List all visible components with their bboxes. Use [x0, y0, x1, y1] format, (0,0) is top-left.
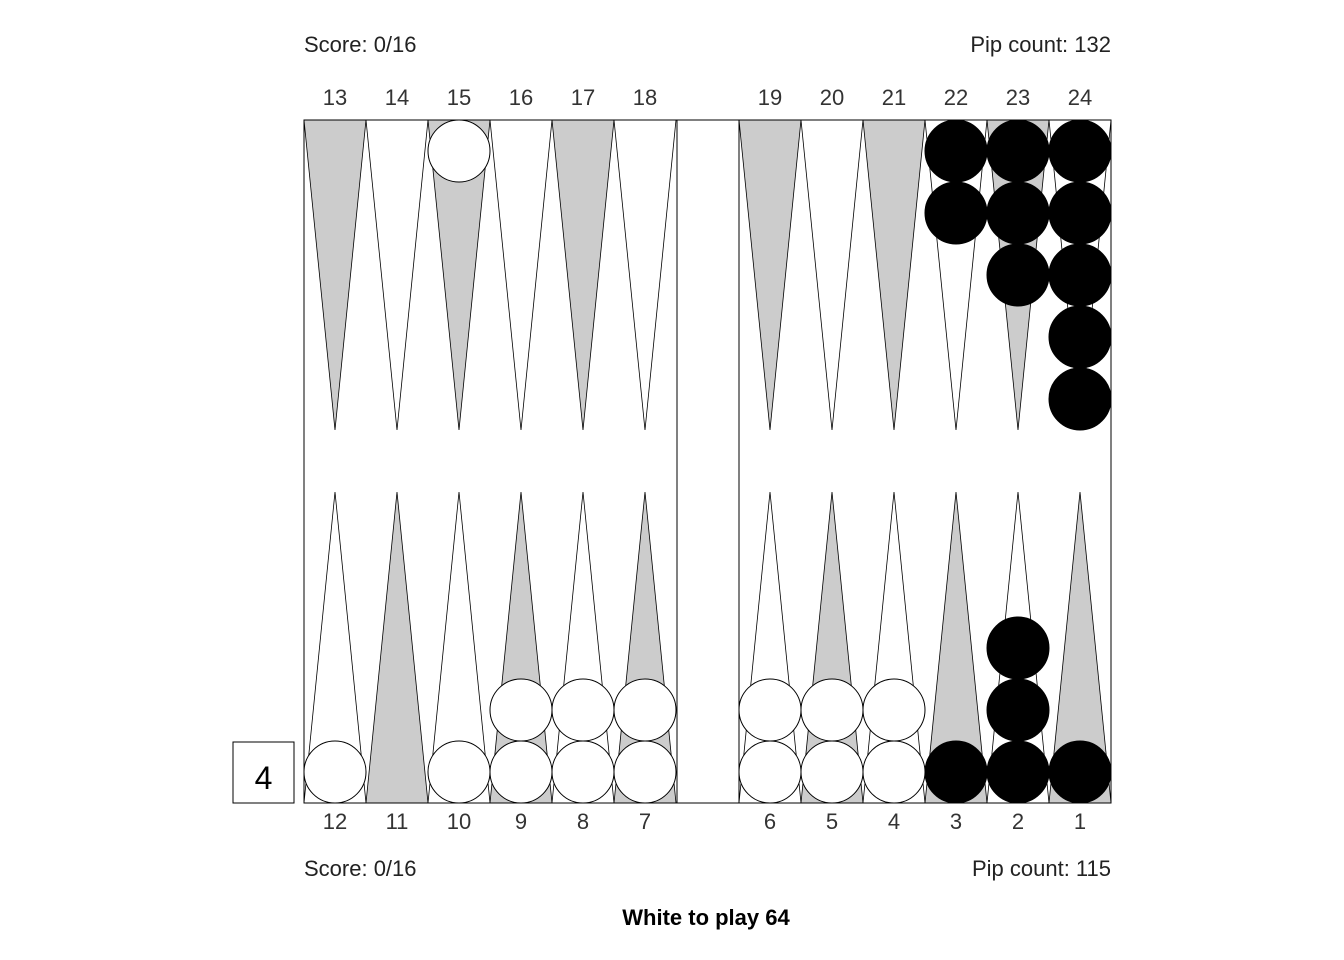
board-frame	[303, 119, 1112, 804]
point-label-top: 16	[509, 85, 533, 110]
point-label-top: 23	[1006, 85, 1030, 110]
point-label-bottom: 3	[950, 809, 962, 834]
black-checker[interactable]	[924, 119, 988, 183]
checkers-layer[interactable]	[303, 119, 1112, 804]
point-label-top: 13	[323, 85, 347, 110]
point-label-bottom: 7	[639, 809, 651, 834]
white-checker[interactable]	[489, 678, 553, 742]
top-pip-count: Pip count: 132	[970, 32, 1111, 57]
point-label-top: 14	[385, 85, 409, 110]
point-label-top: 17	[571, 85, 595, 110]
point-label-top: 24	[1068, 85, 1092, 110]
status-to-play: White to play 64	[622, 905, 790, 930]
point-label-top: 15	[447, 85, 471, 110]
bottom-score: Score: 0/16	[304, 856, 417, 881]
black-checker[interactable]	[986, 181, 1050, 245]
black-checker[interactable]	[986, 616, 1050, 680]
point-labels: 13 12 14 11 15 10 16 9 17 8 18 7 19 6 20 5 21 4 22 3 23 2 24 1	[323, 85, 1092, 834]
points-layer	[303, 119, 1112, 804]
point-label-bottom: 12	[323, 809, 347, 834]
black-checker[interactable]	[1048, 305, 1112, 369]
white-checker[interactable]	[862, 678, 926, 742]
white-checker[interactable]	[551, 678, 615, 742]
point-label-top: 18	[633, 85, 657, 110]
point-label-top: 19	[758, 85, 782, 110]
white-checker[interactable]	[862, 740, 926, 804]
point-label-bottom: 6	[764, 809, 776, 834]
white-checker[interactable]	[427, 740, 491, 804]
point-label-bottom: 2	[1012, 809, 1024, 834]
point-label-top: 20	[820, 85, 844, 110]
white-checker[interactable]	[613, 678, 677, 742]
black-checker[interactable]	[986, 119, 1050, 183]
top-score: Score: 0/16	[304, 32, 417, 57]
black-checker[interactable]	[924, 181, 988, 245]
point-label-bottom: 4	[888, 809, 900, 834]
cube-value: 4	[255, 760, 273, 796]
black-checker[interactable]	[986, 740, 1050, 804]
black-checker[interactable]	[1048, 243, 1112, 307]
bottom-pip-count: Pip count: 115	[971, 856, 1111, 881]
point-label-bottom: 8	[577, 809, 589, 834]
white-checker[interactable]	[738, 740, 802, 804]
point-label-bottom: 1	[1074, 809, 1086, 834]
point-label-top: 22	[944, 85, 968, 110]
black-checker[interactable]	[1048, 181, 1112, 245]
black-checker[interactable]	[986, 243, 1050, 307]
black-checker[interactable]	[1048, 367, 1112, 431]
point-label-bottom: 10	[447, 809, 471, 834]
black-checker[interactable]	[1048, 740, 1112, 804]
white-checker[interactable]	[303, 740, 367, 804]
white-checker[interactable]	[800, 678, 864, 742]
doubling-cube[interactable]: 4	[232, 741, 295, 804]
white-checker[interactable]	[800, 740, 864, 804]
point-label-bottom: 5	[826, 809, 838, 834]
point-label-bottom: 11	[386, 809, 409, 834]
point-label-bottom: 9	[515, 809, 527, 834]
white-checker[interactable]	[489, 740, 553, 804]
cube-box[interactable]	[232, 741, 295, 804]
white-checker[interactable]	[738, 678, 802, 742]
black-checker[interactable]	[1048, 119, 1112, 183]
black-checker[interactable]	[924, 740, 988, 804]
black-checker[interactable]	[986, 678, 1050, 742]
white-checker[interactable]	[551, 740, 615, 804]
bar[interactable]	[676, 119, 740, 804]
point-label-top: 21	[882, 85, 906, 110]
white-checker[interactable]	[613, 740, 677, 804]
white-checker[interactable]	[427, 119, 491, 183]
